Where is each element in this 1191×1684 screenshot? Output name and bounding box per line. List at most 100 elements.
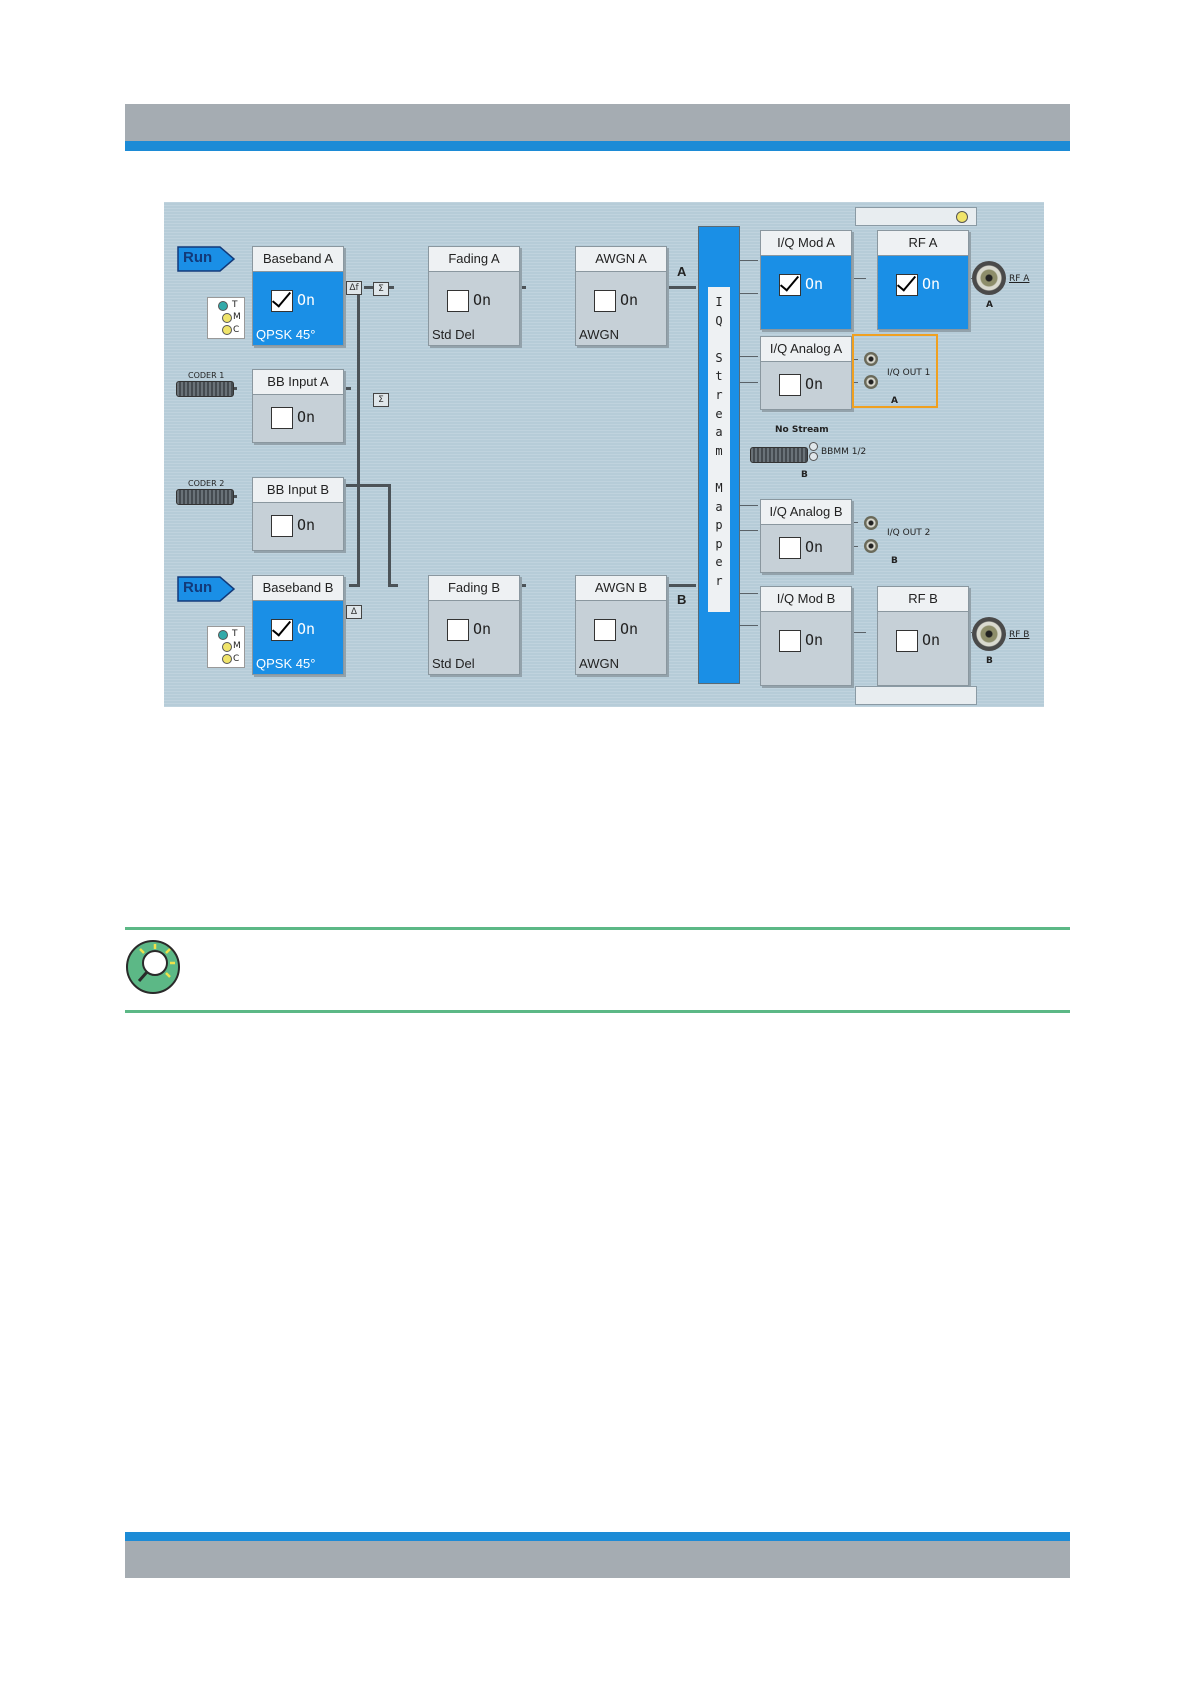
block-title: Baseband A (253, 247, 343, 272)
on-label: On (473, 291, 492, 309)
on-label: On (805, 631, 824, 649)
signal-line (740, 625, 758, 626)
rf-b-channel-label: B (986, 656, 993, 666)
iq-out2-channel-label: B (891, 556, 898, 566)
frequency-offset-icon: Δf (346, 281, 362, 295)
page-header-accent (125, 141, 1070, 151)
signal-line (740, 505, 758, 506)
signal-line (357, 286, 360, 587)
tmc-c-led-icon (222, 325, 232, 335)
coder2-connector-icon[interactable] (176, 489, 234, 505)
iq-out2-q-connector-icon[interactable] (864, 539, 878, 553)
rf-a-connector-icon[interactable] (972, 261, 1006, 295)
status-bar-top (855, 207, 977, 226)
bb-input-b-on-checkbox[interactable] (271, 515, 293, 537)
signal-line (388, 584, 398, 587)
block-title: I/Q Mod A (761, 231, 851, 256)
signal-line (315, 484, 391, 487)
bbmm-led-icon (809, 442, 818, 451)
bb-input-b-block[interactable]: BB Input B On (252, 477, 344, 551)
baseband-a-on-checkbox[interactable] (271, 290, 293, 312)
run-button-a[interactable]: Run (177, 246, 236, 272)
modulation-label: QPSK 45° (256, 656, 316, 671)
rf-b-connector-icon[interactable] (972, 617, 1006, 651)
bbmm-channel-label: B (801, 470, 808, 480)
fading-a-on-checkbox[interactable] (447, 290, 469, 312)
tip-bottom-rule (125, 1010, 1070, 1013)
tmc-t-led-icon (218, 301, 228, 311)
iq-out2-i-connector-icon[interactable] (864, 516, 878, 530)
bbmm-connector-icon[interactable] (750, 447, 808, 463)
block-title: AWGN B (576, 576, 666, 601)
awgn-a-on-checkbox[interactable] (594, 290, 616, 312)
iq-analog-a-block[interactable]: I/Q Analog A On (760, 336, 852, 410)
baseband-b-on-checkbox[interactable] (271, 619, 293, 641)
awgn-mode-label: AWGN (579, 327, 619, 342)
mapper-title: I Q S t r e a m M a p p e r (715, 295, 723, 588)
coder1-connector-icon[interactable] (176, 381, 234, 397)
block-title: BB Input A (253, 370, 343, 395)
rf-a-port-label: RF A (1009, 274, 1030, 284)
iq-mod-a-block[interactable]: I/Q Mod A On (760, 230, 852, 330)
iq-stream-mapper-block[interactable]: I Q S t r e a m M a p p e r (698, 226, 740, 684)
iq-analog-b-on-checkbox[interactable] (779, 537, 801, 559)
page-header-bar (125, 104, 1070, 141)
rf-b-port-label: RF B (1009, 630, 1030, 640)
page-footer-bar (125, 1541, 1070, 1578)
run-button-b[interactable]: Run (177, 576, 236, 602)
status-led-icon (956, 211, 968, 223)
iq-out1-i-connector-icon[interactable] (864, 352, 878, 366)
iq-mod-b-on-checkbox[interactable] (779, 630, 801, 652)
tmc-m-label: M (233, 641, 241, 651)
on-label: On (922, 275, 941, 293)
status-bar-bottom (855, 686, 977, 705)
run-label: Run (183, 579, 213, 596)
on-label: On (620, 291, 639, 309)
block-title: RF A (878, 231, 968, 256)
block-title: AWGN A (576, 247, 666, 272)
signal-line (740, 293, 758, 294)
signal-line (848, 632, 866, 633)
on-label: On (297, 291, 316, 309)
block-title: Fading A (429, 247, 519, 272)
signal-line (848, 522, 858, 523)
rf-b-block[interactable]: RF B On (877, 586, 969, 686)
signal-line (388, 484, 391, 587)
iq-mod-b-block[interactable]: I/Q Mod B On (760, 586, 852, 686)
block-title: Fading B (429, 576, 519, 601)
iq-out1-q-connector-icon[interactable] (864, 375, 878, 389)
tmc-t-label: T (232, 629, 238, 639)
iq-analog-a-on-checkbox[interactable] (779, 374, 801, 396)
tmc-m-led-icon (222, 642, 232, 652)
run-arrow-icon (177, 246, 236, 272)
rf-a-on-checkbox[interactable] (896, 274, 918, 296)
fading-profile-label: Std Del (432, 327, 475, 342)
rf-b-on-checkbox[interactable] (896, 630, 918, 652)
tmc-indicator-b[interactable]: T M C (207, 626, 245, 668)
tmc-t-led-icon (218, 630, 228, 640)
run-arrow-icon (177, 576, 236, 602)
run-label: Run (183, 249, 213, 266)
bb-input-a-on-checkbox[interactable] (271, 407, 293, 429)
iq-mod-a-on-checkbox[interactable] (779, 274, 801, 296)
awgn-mode-label: AWGN (579, 656, 619, 671)
awgn-b-on-checkbox[interactable] (594, 619, 616, 641)
signal-line (848, 278, 866, 279)
tmc-indicator-a[interactable]: T M C (207, 297, 245, 339)
rf-a-block[interactable]: RF A On (877, 230, 969, 330)
signal-line (740, 530, 758, 531)
fading-b-on-checkbox[interactable] (447, 619, 469, 641)
block-title: BB Input B (253, 478, 343, 503)
on-label: On (805, 375, 824, 393)
bbmm-label: BBMM 1/2 (821, 447, 867, 457)
tmc-c-led-icon (222, 654, 232, 664)
bb-input-a-block[interactable]: BB Input A On (252, 369, 344, 443)
iq-out1-channel-label: A (891, 396, 898, 406)
iq-analog-b-block[interactable]: I/Q Analog B On (760, 499, 852, 573)
